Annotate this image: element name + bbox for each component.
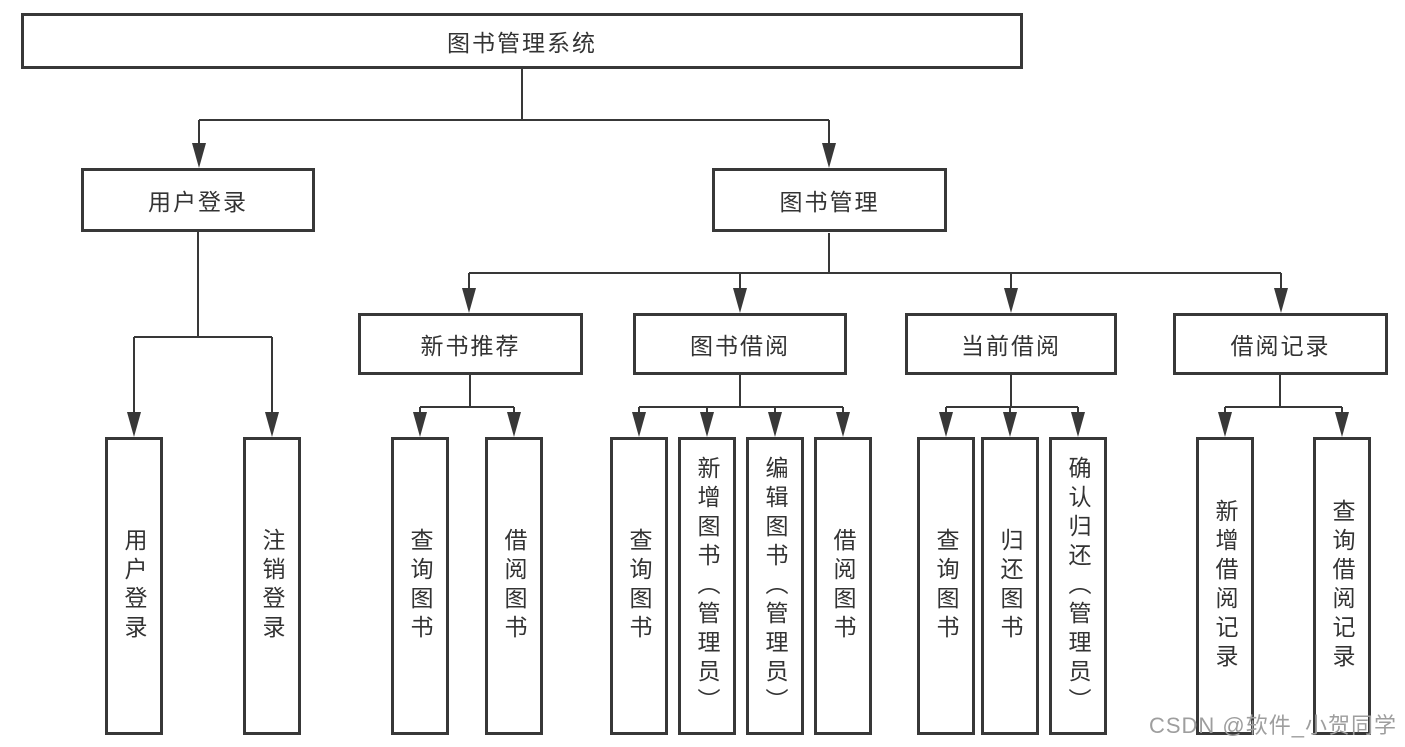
leaf-add-borrow-record-label: 新增借阅记录 [1212,499,1238,673]
node-book-borrow: 图书借阅 [633,313,847,375]
leaf-query-books-recommend-label: 查询图书 [407,528,433,644]
node-borrow-record: 借阅记录 [1173,313,1388,375]
leaf-add-books-admin: 新增图书（管理员） [678,437,736,735]
node-book-management-label: 图书管理 [779,189,880,215]
leaf-query-books-current: 查询图书 [917,437,975,735]
arrow-down-icon [1274,288,1288,313]
arrow-down-icon [507,412,521,437]
leaf-borrow-books-recommend: 借阅图书 [485,437,543,735]
arrow-down-icon [413,412,427,437]
arrow-down-icon [822,143,836,168]
node-current-borrow-label: 当前借阅 [961,333,1061,359]
leaf-return-books: 归还图书 [981,437,1039,735]
leaf-user-login: 用户登录 [105,437,163,735]
leaf-query-borrow-record: 查询借阅记录 [1313,437,1371,735]
node-root: 图书管理系统 [21,13,1023,69]
arrow-down-icon [632,412,646,437]
arrow-down-icon [768,412,782,437]
leaf-add-books-admin-label: 新增图书（管理员） [694,455,720,717]
leaf-query-books-recommend: 查询图书 [391,437,449,735]
arrow-down-icon [1071,412,1085,437]
arrow-down-icon [836,412,850,437]
leaf-query-borrow-record-label: 查询借阅记录 [1329,499,1355,673]
node-new-book-recommend: 新书推荐 [358,313,583,375]
node-book-management: 图书管理 [712,168,947,232]
leaf-query-books-borrow: 查询图书 [610,437,668,735]
leaf-add-borrow-record: 新增借阅记录 [1196,437,1254,735]
arrow-down-icon [265,412,279,437]
leaf-edit-books-admin: 编辑图书（管理员） [746,437,804,735]
leaf-query-books-borrow-label: 查询图书 [626,528,652,644]
leaf-return-books-label: 归还图书 [997,528,1023,644]
leaf-logout-label: 注销登录 [259,528,285,644]
leaf-user-login-label: 用户登录 [121,528,147,644]
leaf-borrow-books-recommend-label: 借阅图书 [501,528,527,644]
leaf-edit-books-admin-label: 编辑图书（管理员） [762,455,788,717]
arrow-down-icon [462,288,476,313]
node-current-borrow: 当前借阅 [905,313,1117,375]
leaf-confirm-return-admin: 确认归还（管理员） [1049,437,1107,735]
leaf-borrow-books: 借阅图书 [814,437,872,735]
arrow-down-icon [1003,412,1017,437]
arrow-down-icon [192,143,206,168]
arrowheads [127,143,1349,437]
node-book-borrow-label: 图书借阅 [690,333,790,359]
node-root-label: 图书管理系统 [447,30,597,56]
arrow-down-icon [939,412,953,437]
watermark: CSDN @软件_小贺同学 [1148,713,1397,738]
node-new-book-recommend-label: 新书推荐 [420,333,521,359]
arrow-down-icon [700,412,714,437]
node-borrow-record-label: 借阅记录 [1230,333,1331,359]
arrow-down-icon [1218,412,1232,437]
arrow-down-icon [1335,412,1349,437]
leaf-confirm-return-admin-label: 确认归还（管理员） [1065,455,1091,717]
arrow-down-icon [1004,288,1018,313]
leaf-borrow-books-label: 借阅图书 [830,528,856,644]
arrow-down-icon [733,288,747,313]
node-user-login-label: 用户登录 [148,189,248,215]
leaf-query-books-current-label: 查询图书 [933,528,959,644]
arrow-down-icon [127,412,141,437]
leaf-logout: 注销登录 [243,437,301,735]
node-user-login: 用户登录 [81,168,315,232]
